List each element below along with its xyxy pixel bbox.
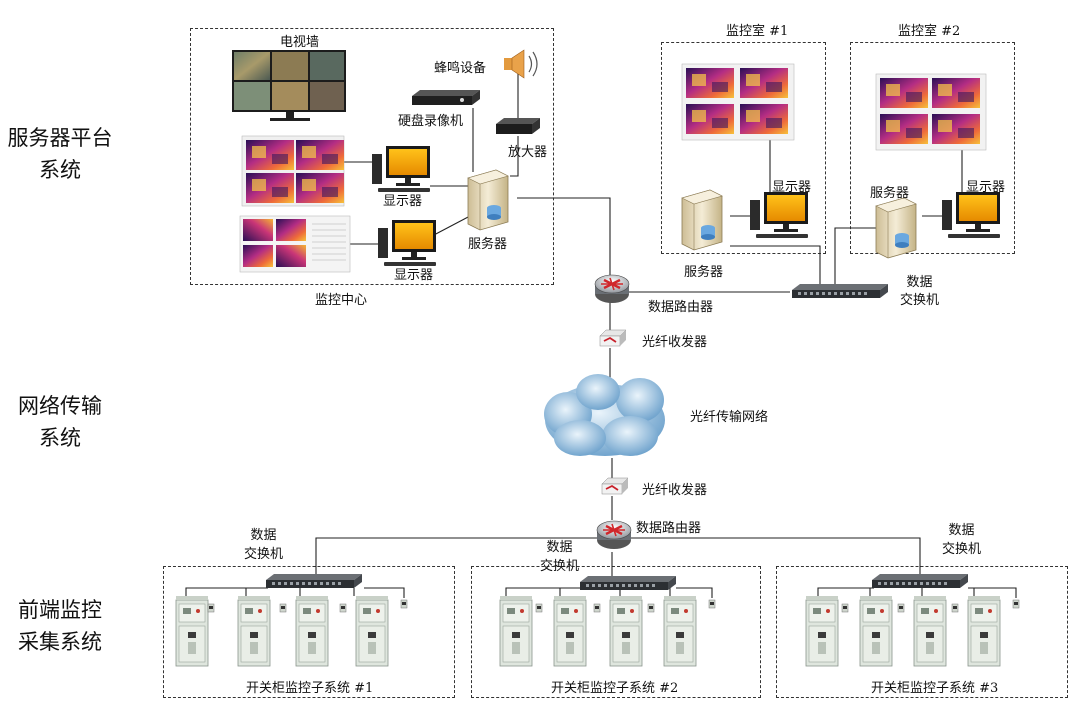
top-switch-label-line1: 数据 xyxy=(906,275,933,290)
sub2-cabinet-3-icon xyxy=(609,595,643,667)
tv-wall-icon xyxy=(232,50,346,121)
cc-monitor-1-label: 显示器 xyxy=(383,194,423,209)
sub1-cabinet-2-icon xyxy=(237,595,271,667)
sub1-sensor-3-icon xyxy=(339,603,347,613)
sub3-sensor-1-icon xyxy=(841,603,849,613)
cc-server-label: 服务器 xyxy=(468,237,508,252)
sub1-title: 开关柜监控子系统 #1 xyxy=(246,681,374,696)
control-center-title: 监控中心 xyxy=(315,293,368,308)
sub1-switch-icon xyxy=(266,574,362,588)
sub3-sensor-3-icon xyxy=(951,603,959,613)
room2-monitor-label: 显示器 xyxy=(966,180,1006,195)
cc-monitor-2-label: 显示器 xyxy=(394,268,434,283)
amplifier-label: 放大器 xyxy=(508,145,548,160)
room2-server-icon xyxy=(875,197,917,259)
bottom-router-icon xyxy=(595,519,633,551)
sub3-cabinet-2-icon xyxy=(859,595,893,667)
fiber-network-label: 光纤传输网络 xyxy=(690,410,769,425)
control-center-box xyxy=(190,28,554,285)
sub2-sensor-3-icon xyxy=(647,603,655,613)
layer-server-platform-line1: 服务器平台 xyxy=(7,126,113,150)
buzzer-label: 蜂鸣设备 xyxy=(434,61,487,76)
room1-server-label: 服务器 xyxy=(684,265,724,280)
sub1-sensor-4-icon xyxy=(400,599,408,609)
top-transceiver-label: 光纤收发器 xyxy=(642,335,708,350)
sub3-switch-label: 数据 交换机 xyxy=(942,521,981,559)
room2-server-label: 服务器 xyxy=(870,186,910,201)
buzzer-icon xyxy=(504,49,538,79)
tv-wall-label: 电视墙 xyxy=(280,35,320,50)
layer-server-platform-line2: 系统 xyxy=(39,158,81,182)
bottom-router-label: 数据路由器 xyxy=(636,521,702,536)
layer-frontend: 前端监控 采集系统 xyxy=(0,594,125,658)
top-router-label: 数据路由器 xyxy=(648,300,714,315)
sub1-switch-label: 数据 交换机 xyxy=(244,526,283,564)
sub3-title: 开关柜监控子系统 #3 xyxy=(871,681,999,696)
sub2-switch-label-line1: 数据 xyxy=(546,540,573,555)
sub3-sensor-2-icon xyxy=(897,603,905,613)
room1-monitor-label: 显示器 xyxy=(772,180,812,195)
sub3-switch-label-line1: 数据 xyxy=(948,523,975,538)
room1-server-icon xyxy=(681,189,723,251)
sub2-sensor-1-icon xyxy=(535,603,543,613)
sub1-switch-label-line2: 交换机 xyxy=(244,547,284,562)
sub2-switch-label-line2: 交换机 xyxy=(540,559,580,574)
bottom-transceiver-icon xyxy=(601,477,629,495)
room1-thermal-icon xyxy=(681,63,795,141)
room2-thermal-icon xyxy=(875,73,987,151)
layer-network: 网络传输 系统 xyxy=(0,390,125,454)
sub3-switch-label-line2: 交换机 xyxy=(942,542,982,557)
sub2-switch-icon xyxy=(580,576,676,590)
sub2-sensor-4-icon xyxy=(708,599,716,609)
nvr-icon xyxy=(412,90,480,105)
cc-monitor-1-icon xyxy=(372,146,430,192)
sub1-switch-label-line1: 数据 xyxy=(250,528,277,543)
top-switch-label-line2: 交换机 xyxy=(900,293,940,308)
top-switch-label: 数据 交换机 xyxy=(900,274,939,310)
sub2-switch-label: 数据 交换机 xyxy=(540,538,579,576)
sub3-switch-icon xyxy=(872,574,968,588)
monitor-room-2-box xyxy=(850,42,1015,254)
room2-monitor-icon xyxy=(942,192,1000,238)
layer-frontend-line2: 采集系统 xyxy=(18,630,102,654)
sub1-sensor-2-icon xyxy=(279,603,287,613)
sub3-cabinet-3-icon xyxy=(913,595,947,667)
sub1-cabinet-1-icon xyxy=(175,595,209,667)
layer-frontend-line1: 前端监控 xyxy=(18,598,102,622)
layer-server-platform: 服务器平台 系统 xyxy=(0,122,125,186)
amplifier-icon xyxy=(496,118,540,134)
nvr-label: 硬盘录像机 xyxy=(398,114,464,129)
room2-title: 监控室 #2 xyxy=(898,24,961,39)
sub3-cabinet-1-icon xyxy=(805,595,839,667)
top-switch-icon xyxy=(792,284,888,298)
sub2-cabinet-2-icon xyxy=(553,595,587,667)
sub2-sensor-2-icon xyxy=(593,603,601,613)
subsystem-3-box xyxy=(776,566,1068,698)
sub2-cabinet-1-icon xyxy=(499,595,533,667)
cc-server-icon xyxy=(467,169,509,231)
sub2-cabinet-4-icon xyxy=(663,595,697,667)
room1-title: 监控室 #1 xyxy=(726,24,789,39)
thermal-panel-1-icon xyxy=(241,135,345,207)
sub1-sensor-1-icon xyxy=(207,603,215,613)
layer-network-line1: 网络传输 xyxy=(18,394,102,418)
subsystem-2-box xyxy=(471,566,761,698)
room1-monitor-icon xyxy=(750,192,808,238)
subsystem-1-box xyxy=(163,566,455,698)
top-router-icon xyxy=(593,273,631,305)
sub1-cabinet-4-icon xyxy=(355,595,389,667)
bottom-transceiver-label: 光纤收发器 xyxy=(642,483,708,498)
top-transceiver-icon xyxy=(599,329,627,347)
thermal-panel-2-icon xyxy=(239,215,351,273)
sub2-title: 开关柜监控子系统 #2 xyxy=(551,681,679,696)
sub3-sensor-4-icon xyxy=(1012,599,1020,609)
layer-network-line2: 系统 xyxy=(39,426,81,450)
fiber-cloud-icon xyxy=(544,374,665,456)
sub3-cabinet-4-icon xyxy=(967,595,1001,667)
cc-monitor-2-icon xyxy=(378,220,436,266)
monitor-room-1-box xyxy=(661,42,826,254)
sub1-cabinet-3-icon xyxy=(295,595,329,667)
